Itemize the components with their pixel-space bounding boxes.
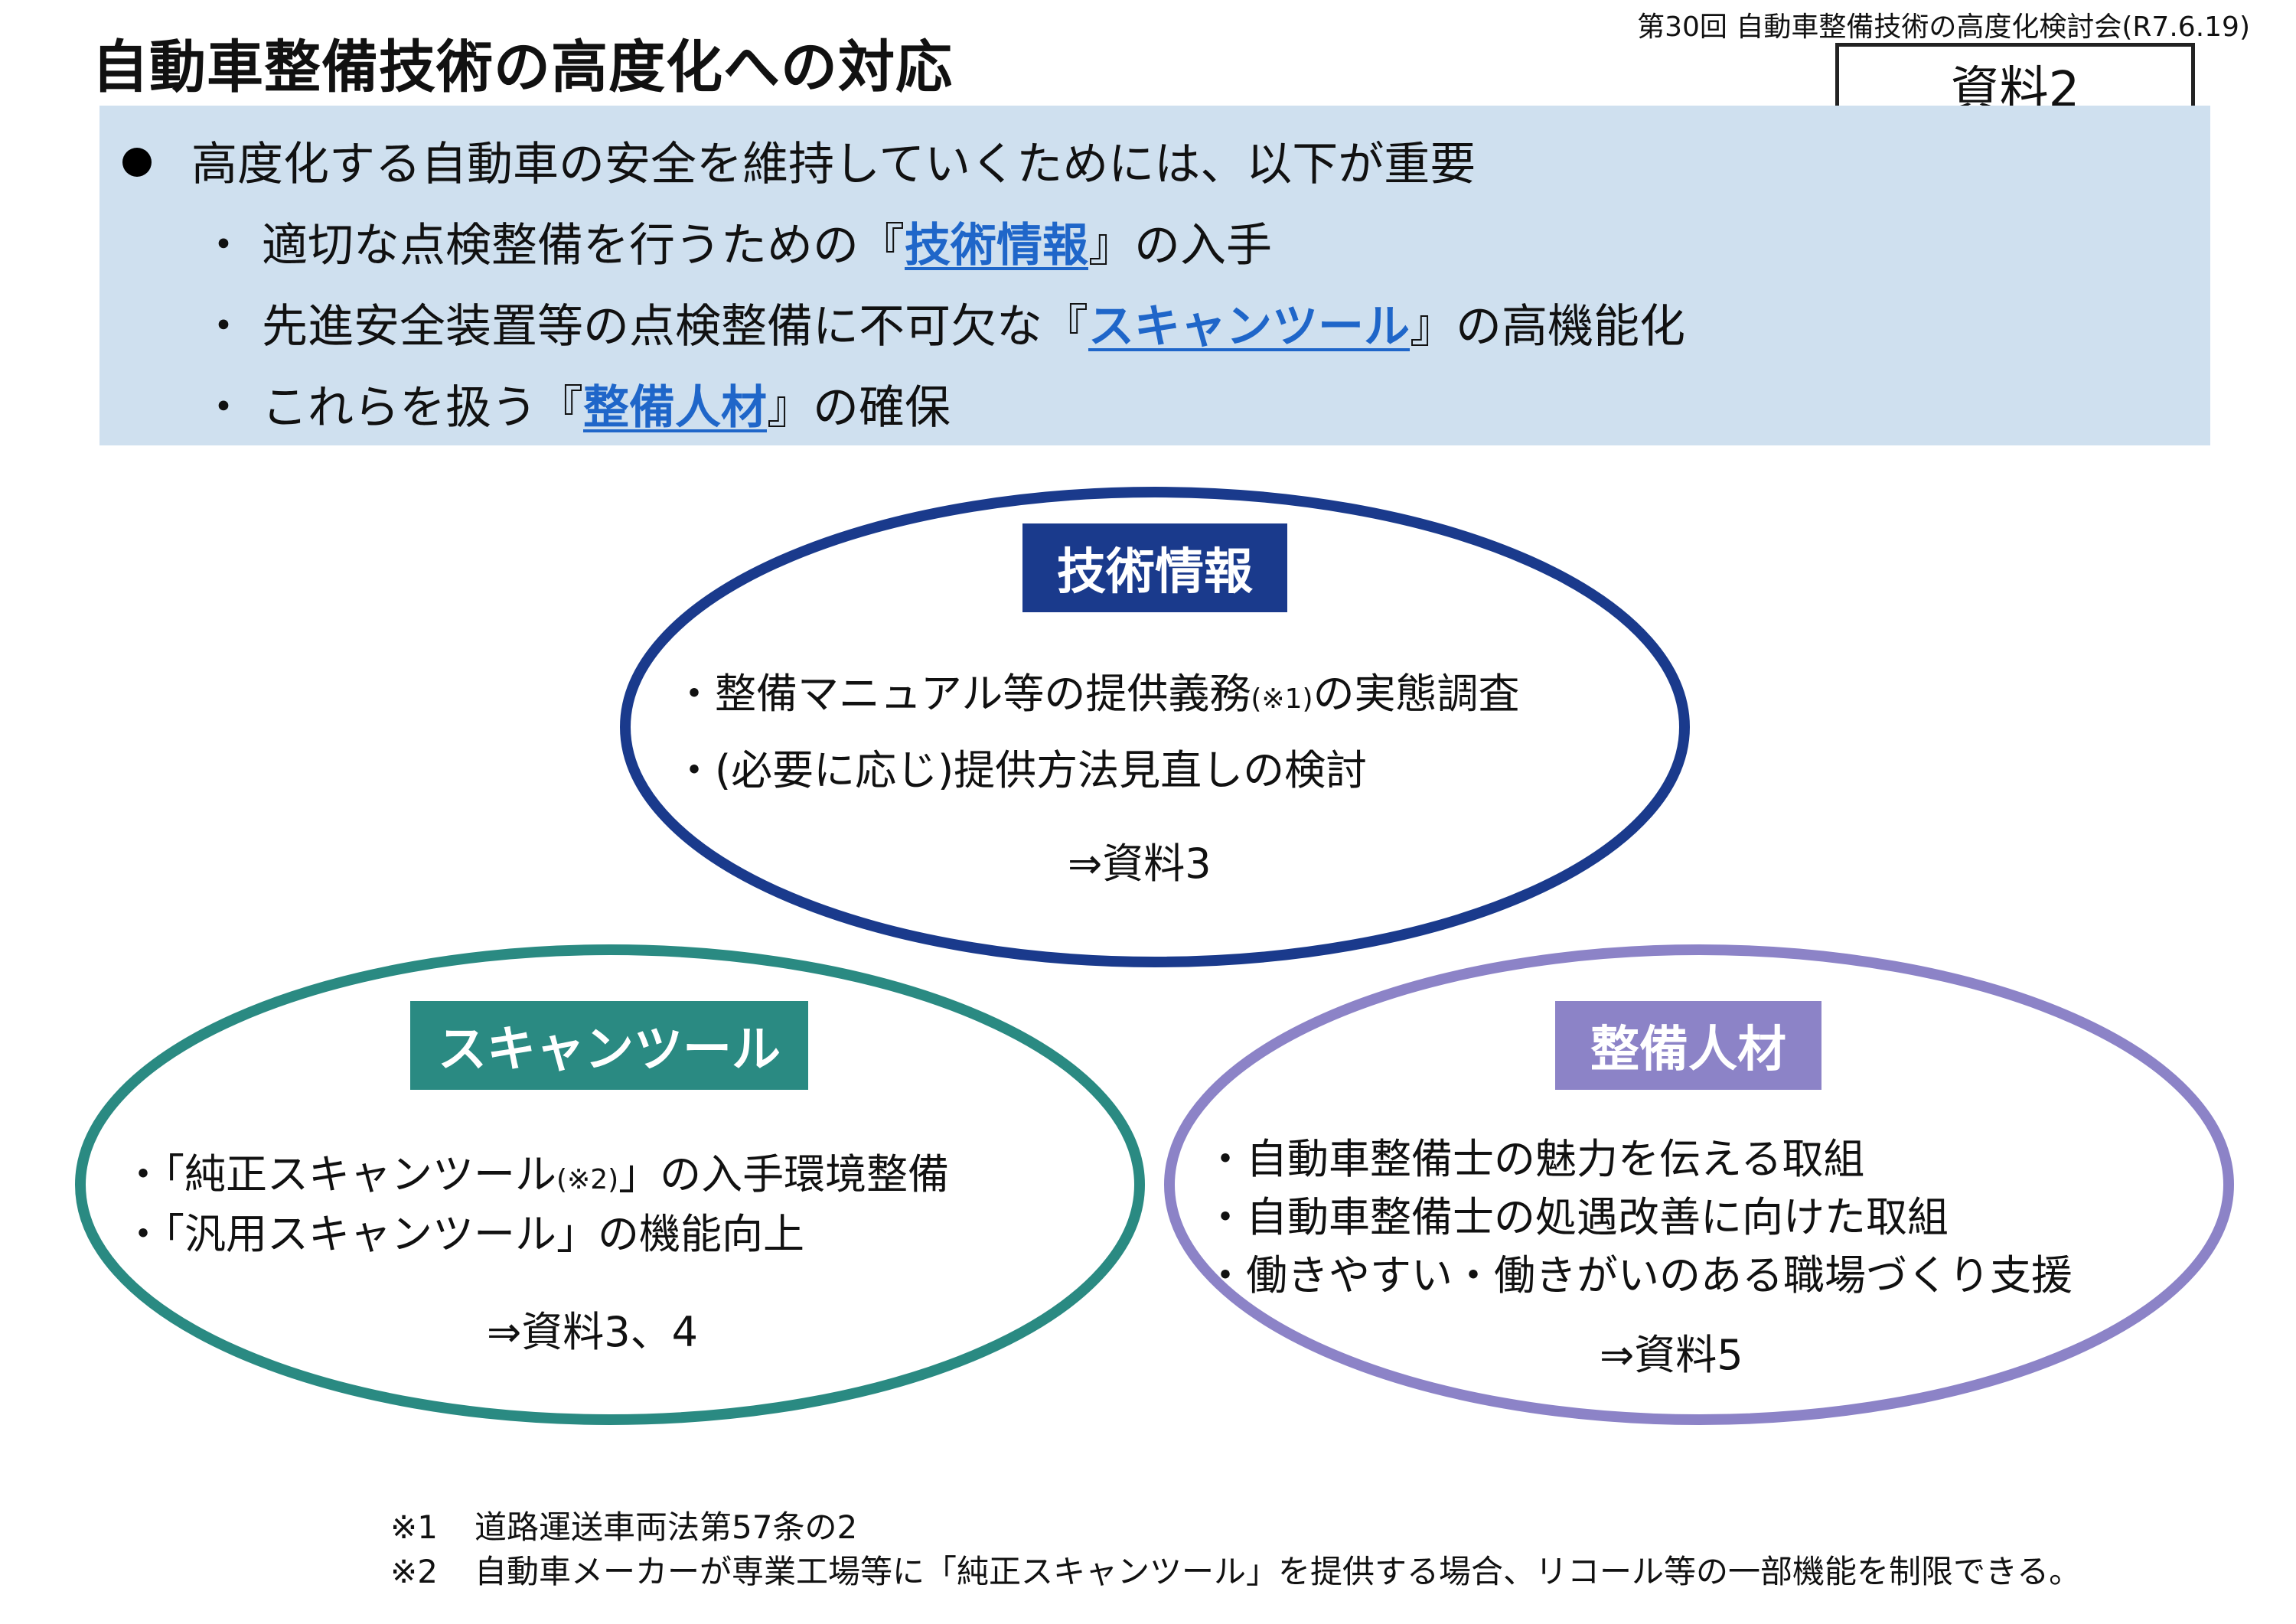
hr-badge: 整備人材 [1555,1001,1821,1090]
summary-item-mark: ・ [201,219,246,272]
scan-tool-badge: スキャンツール [410,1001,808,1090]
scan-item-text: ・「純正スキャンツール [122,1150,556,1198]
keyword-hr: 整備人材 [583,381,767,435]
scan-item-text: 」の入手環境整備 [618,1150,950,1198]
hr-item-3: ・働きやすい・働きがいのある職場づくり支援 [1205,1251,2073,1300]
scan-reference: ⇒資料3、4 [487,1308,698,1356]
summary-item-scan: ・先進安全装置等の点検整備に不可欠な『スキャンツール』の高機能化 [201,289,1685,356]
scan-item-2: ・「汎用スキャンツール」の機能向上 [122,1210,804,1258]
tech-item-1: ・整備マニュアル等の提供義務(※1)の実態調査 [673,660,1520,720]
footnote-2: ※2 自動車メーカーが専業工場等に「純正スキャンツール」を提供する場合、リコール等… [390,1546,2081,1593]
summary-main-text: 高度化する自動車の安全を維持していくためには、以下が重要 [191,138,1476,191]
tech-item-text: ・整備マニュアル等の提供義務 [673,670,1251,718]
hr-ellipse [1164,944,2234,1425]
hr-item-1: ・自動車整備士の魅力を伝える取組 [1205,1135,1865,1183]
summary-main-point: 高度化する自動車の安全を維持していくためには、以下が重要 [122,127,1476,194]
footnote-text: 道路運送車両法第57条の2 [475,1508,858,1546]
scan-item-1: ・「純正スキャンツール(※2)」の入手環境整備 [122,1140,949,1201]
summary-item-text: 』の入手 [1088,219,1272,272]
bullet-dot-icon [122,148,152,178]
tech-item-text: の実態調査 [1313,670,1520,718]
footnote-number: ※1 [390,1508,438,1546]
meeting-caption: 第30回 自動車整備技術の高度化検討会(R7.6.19) [1637,11,2250,43]
summary-item-text: 適切な点検整備を行うための『 [262,219,905,272]
scan-tool-ellipse [75,944,1145,1425]
tech-info-badge: 技術情報 [1022,523,1287,612]
footnote-number: ※2 [390,1553,438,1590]
summary-item-hr: ・これらを扱う『整備人材』の確保 [201,370,951,437]
summary-panel [99,106,2210,445]
summary-item-text: 』の確保 [767,381,951,435]
page-title: 自動車整備技術の高度化への対応 [92,34,953,100]
summary-item-text: これらを扱う『 [262,381,583,435]
summary-item-mark: ・ [201,381,246,435]
tech-info-ellipse [620,487,1690,967]
footnote-text: 自動車メーカーが専業工場等に「純正スキャンツール」を提供する場合、リコール等の一… [475,1553,2082,1590]
footnote-ref: (※1) [1251,683,1313,715]
hr-reference: ⇒資料5 [1600,1331,1743,1379]
keyword-scan-tool: スキャンツール [1088,300,1410,354]
tech-reference: ⇒資料3 [1068,840,1212,888]
summary-item-mark: ・ [201,300,246,354]
summary-item-text: 』の高機能化 [1410,300,1685,354]
footnote-ref: (※2) [556,1164,619,1195]
summary-item-text: 先進安全装置等の点検整備に不可欠な『 [262,300,1088,354]
tech-item-2: ・(必要に応じ)提供方法見直しの検討 [673,746,1368,794]
keyword-tech-info: 技術情報 [905,219,1088,272]
footnote-1: ※1 道路運送車両法第57条の2 [390,1502,857,1548]
summary-item-tech: ・適切な点検整備を行うための『技術情報』の入手 [201,208,1272,275]
hr-item-2: ・自動車整備士の処遇改善に向けた取組 [1205,1193,1949,1241]
